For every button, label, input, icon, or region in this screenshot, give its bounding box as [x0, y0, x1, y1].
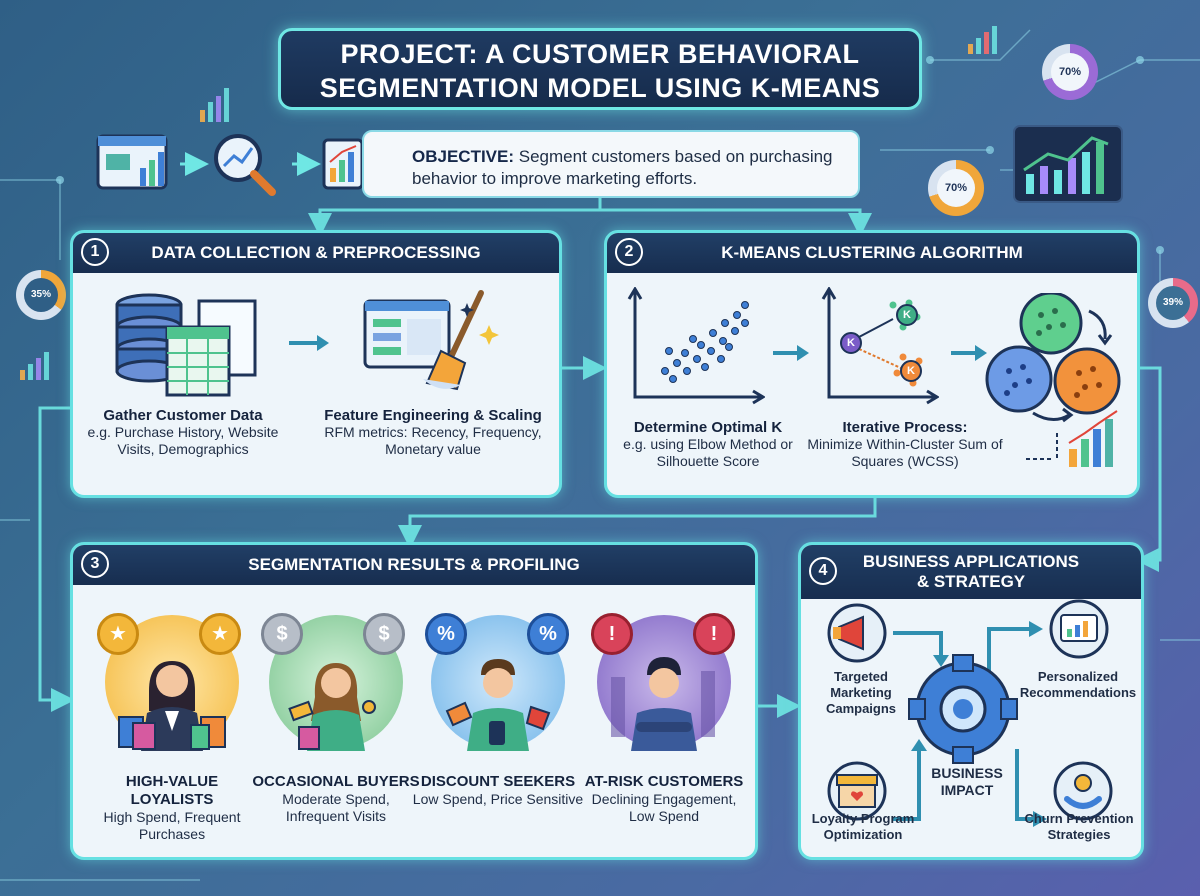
analytics-icon-row: [96, 134, 364, 196]
panel-title: DATA COLLECTION & PREPROCESSING: [151, 243, 481, 262]
caption-title: Feature Engineering & Scaling: [324, 407, 542, 424]
caption-title: Determine Optimal K: [633, 419, 783, 436]
gauge-label: 70%: [937, 169, 975, 207]
shopper-figure-icon: [118, 661, 226, 751]
handshake-retention-icon: [1053, 761, 1113, 821]
targeted-marketing-label: Targeted Marketing Campaigns: [825, 669, 897, 716]
feature-engineering-caption: Feature Engineering & Scaling RFM metric…: [313, 407, 553, 458]
objective-label: OBJECTIVE:: [412, 147, 515, 166]
panel-title: SEGMENTATION RESULTS & PROFILING: [248, 555, 580, 574]
objective-box: OBJECTIVE: Segment customers based on pu…: [362, 130, 860, 198]
magnifier-chart-icon: [214, 134, 276, 196]
panel-header: 3 SEGMENTATION RESULTS & PROFILING: [73, 545, 755, 585]
page-title: PROJECT: A CUSTOMER BEHAVIORAL SEGMENTAT…: [278, 28, 922, 110]
caption-text: e.g. Purchase History, Website Visits, D…: [87, 424, 279, 457]
segment-high-value: HIGH-VALUE LOYALISTS High Spend, Frequen…: [85, 773, 259, 843]
arrow-right-icon: [289, 335, 329, 351]
loyalty-program-label: Loyalty Program Optimization: [811, 811, 915, 842]
step-number: 1: [81, 238, 109, 266]
gauge-70-mid: 70%: [928, 160, 984, 216]
step-number: 2: [615, 238, 643, 266]
database-spreadsheet-icon: [115, 293, 257, 397]
warning-icon: !: [693, 613, 735, 655]
segment-text: High Spend, Frequent Purchases: [103, 809, 241, 842]
panel-header: 4 BUSINESS APPLICATIONS & STRATEGY: [801, 545, 1141, 599]
star-coin-icon: ★: [199, 613, 241, 655]
segment-title: AT-RISK CUSTOMERS: [584, 773, 744, 790]
segment-discount: DISCOUNT SEEKERS Low Spend, Price Sensit…: [411, 773, 585, 808]
panel-title-line-1: BUSINESS APPLICATIONS: [862, 552, 1080, 571]
dollar-coin-icon: $: [261, 613, 303, 655]
step-number: 4: [809, 557, 837, 585]
iterative-caption: Iterative Process: Minimize Within-Clust…: [805, 419, 1005, 470]
arrow-right-icon: [773, 345, 809, 361]
segment-text: Low Spend, Price Sensitive: [412, 791, 584, 807]
percent-badge-icon: %: [425, 613, 467, 655]
star-coin-icon: ★: [97, 613, 139, 655]
title-line-2: SEGMENTATION MODEL USING K-MEANS: [319, 73, 881, 103]
business-impact-label: BUSINESS IMPACT: [931, 765, 1003, 798]
gift-box-icon: [827, 761, 887, 821]
caption-text: RFM metrics: Recency, Frequency, Monetar…: [324, 424, 542, 457]
centroid-iteration-icon: [821, 287, 939, 405]
buyer-figure-icon: [288, 663, 376, 751]
gauge-39-right: 39%: [1148, 278, 1198, 328]
churn-prevention-label: Churn Prevention Strategies: [1024, 811, 1134, 842]
caption-text: Minimize Within-Cluster Sum of Squares (…: [807, 436, 1003, 469]
segment-title: OCCASIONAL BUYERS: [252, 773, 420, 790]
data-cleaning-broom-icon: [363, 290, 499, 391]
gear-icon: [908, 654, 1018, 764]
browser-chart-icon: [96, 134, 168, 190]
segment-at-risk: AT-RISK CUSTOMERS Declining Engagement, …: [577, 773, 751, 825]
centroid-k-label: K: [903, 309, 911, 321]
caption-title: Iterative Process:: [842, 419, 968, 436]
warning-icon: !: [591, 613, 633, 655]
centroid-k-label: K: [907, 365, 915, 377]
arrow-right-icon: [951, 345, 987, 361]
panel-business-applications: 4 BUSINESS APPLICATIONS & STRATEGY: [798, 542, 1144, 860]
at-risk-figure-icon: [611, 657, 715, 751]
seeker-figure-icon: [445, 659, 551, 751]
megaphone-icon: [827, 603, 887, 663]
report-chart-icon: [322, 138, 364, 190]
caption-text: e.g. using Elbow Method or Silhouette Sc…: [623, 436, 793, 469]
panel-segmentation: 3 SEGMENTATION RESULTS & PROFILING ★ ★ H…: [70, 542, 758, 860]
segment-text: Declining Engagement, Low Spend: [591, 791, 737, 824]
caption-title: Gather Customer Data: [103, 407, 263, 424]
step-number: 3: [81, 550, 109, 578]
gather-data-caption: Gather Customer Data e.g. Purchase Histo…: [83, 407, 283, 458]
panel-title: K-MEANS CLUSTERING ALGORITHM: [721, 243, 1023, 262]
centroid-k-label: K: [847, 337, 855, 349]
monitor-chart-icon: [1013, 125, 1123, 203]
panel-kmeans: 2 K-MEANS CLUSTERING ALGORITHM K K K: [604, 230, 1140, 498]
objective-text: Segment customers based on purchasing be…: [412, 147, 833, 188]
business-impact-diagram: [827, 599, 1113, 827]
percent-badge-icon: %: [527, 613, 569, 655]
segment-title: HIGH-VALUE LOYALISTS: [125, 773, 219, 808]
segment-occasional: OCCASIONAL BUYERS Moderate Spend, Infreq…: [249, 773, 423, 825]
gauge-35-left: 35%: [16, 270, 66, 320]
panel-title-line-2: & STRATEGY: [916, 572, 1026, 591]
gauge-label: 35%: [24, 278, 58, 312]
gauge-label: 70%: [1051, 53, 1089, 91]
recommendation-monitor-icon: [1049, 599, 1109, 659]
segment-title: DISCOUNT SEEKERS: [420, 773, 576, 790]
gauge-label: 39%: [1156, 286, 1190, 320]
personalized-recommendations-label: Personalized Recommendations: [1019, 669, 1137, 700]
segment-text: Moderate Spend, Infrequent Visits: [282, 791, 390, 824]
deco-bars: [20, 26, 997, 380]
clusters-icon: [985, 293, 1121, 467]
panel-header: 2 K-MEANS CLUSTERING ALGORITHM: [607, 233, 1137, 273]
panel-header: 1 DATA COLLECTION & PREPROCESSING: [73, 233, 559, 273]
optimal-k-caption: Determine Optimal K e.g. using Elbow Met…: [615, 419, 801, 470]
panel-data-collection: 1 DATA COLLECTION & PREPROCESSING: [70, 230, 562, 498]
title-line-1: PROJECT: A CUSTOMER BEHAVIORAL: [340, 39, 860, 69]
scatter-plot-icon: [627, 287, 765, 405]
gauge-70-top: 70%: [1042, 44, 1098, 100]
dollar-coin-icon: $: [363, 613, 405, 655]
